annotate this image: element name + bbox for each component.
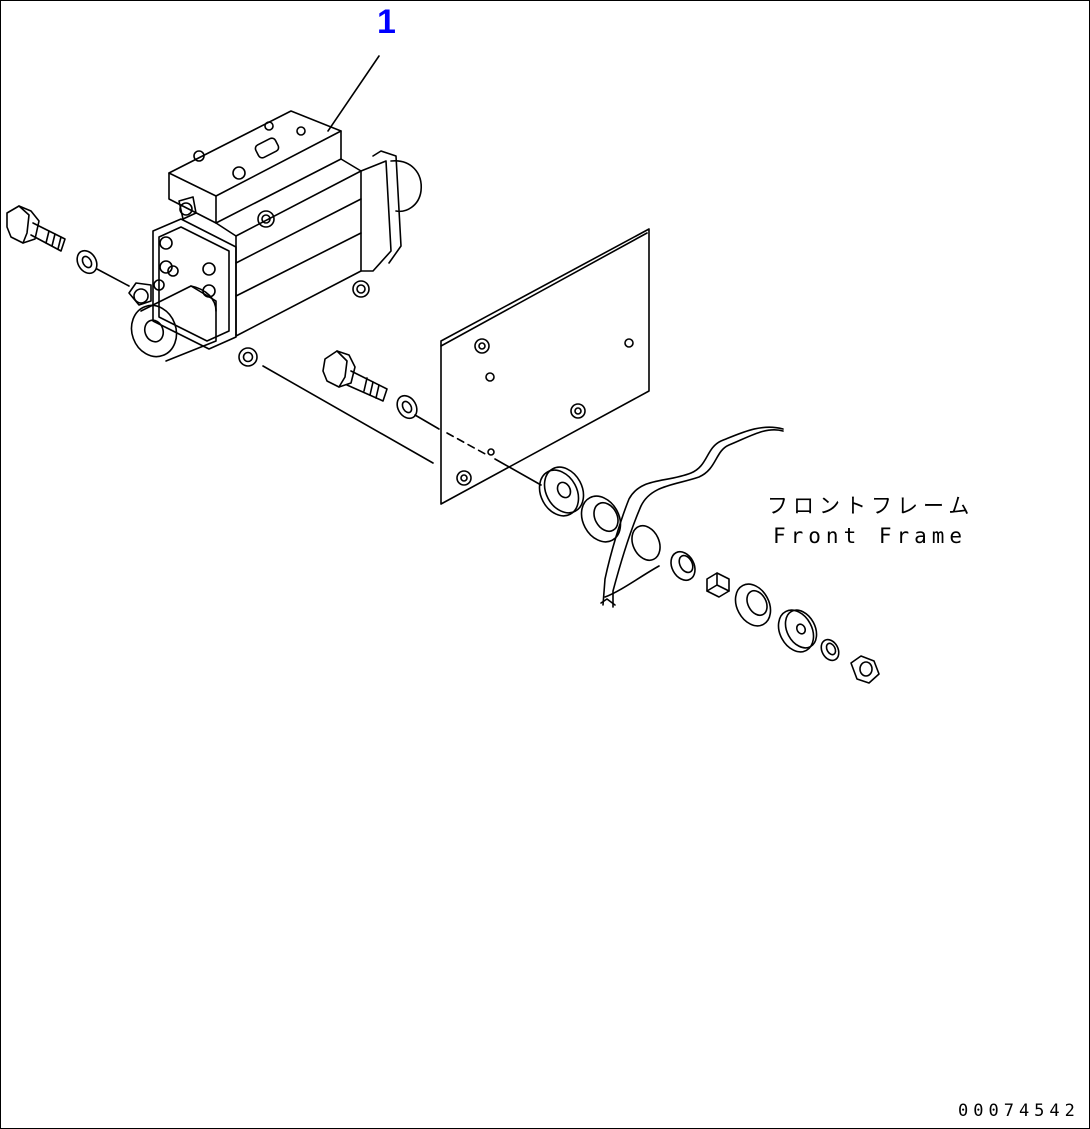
- cushion-rubber: [734, 583, 772, 627]
- hex-nut: [850, 655, 880, 684]
- front-frame-label-english: Front Frame: [773, 524, 968, 548]
- collar: [670, 550, 696, 582]
- bolt-center: [322, 350, 388, 402]
- centerline-valve-plate: [262, 365, 434, 464]
- front-frame-outline: [600, 426, 784, 608]
- front-frame-label-japanese: フロントフレーム: [767, 494, 975, 518]
- control-valve-assembly: [128, 110, 422, 367]
- flat-washer-large: [777, 609, 818, 653]
- part-callout-1: 1: [377, 3, 396, 41]
- centerline-upper-left: [96, 268, 130, 287]
- spring-washer: [820, 638, 840, 662]
- bolt-upper-left: [6, 205, 66, 252]
- washer-upper-left: [76, 249, 98, 275]
- drawing-number: 00074542: [958, 1101, 1080, 1121]
- spacer-sleeve: [706, 572, 730, 598]
- mounting-bracket-plate: [440, 228, 650, 505]
- washer-center: [396, 394, 418, 420]
- callout-leader-line: [327, 55, 380, 132]
- cushion-ring: [580, 495, 622, 543]
- rubber-mount-large: [538, 466, 585, 517]
